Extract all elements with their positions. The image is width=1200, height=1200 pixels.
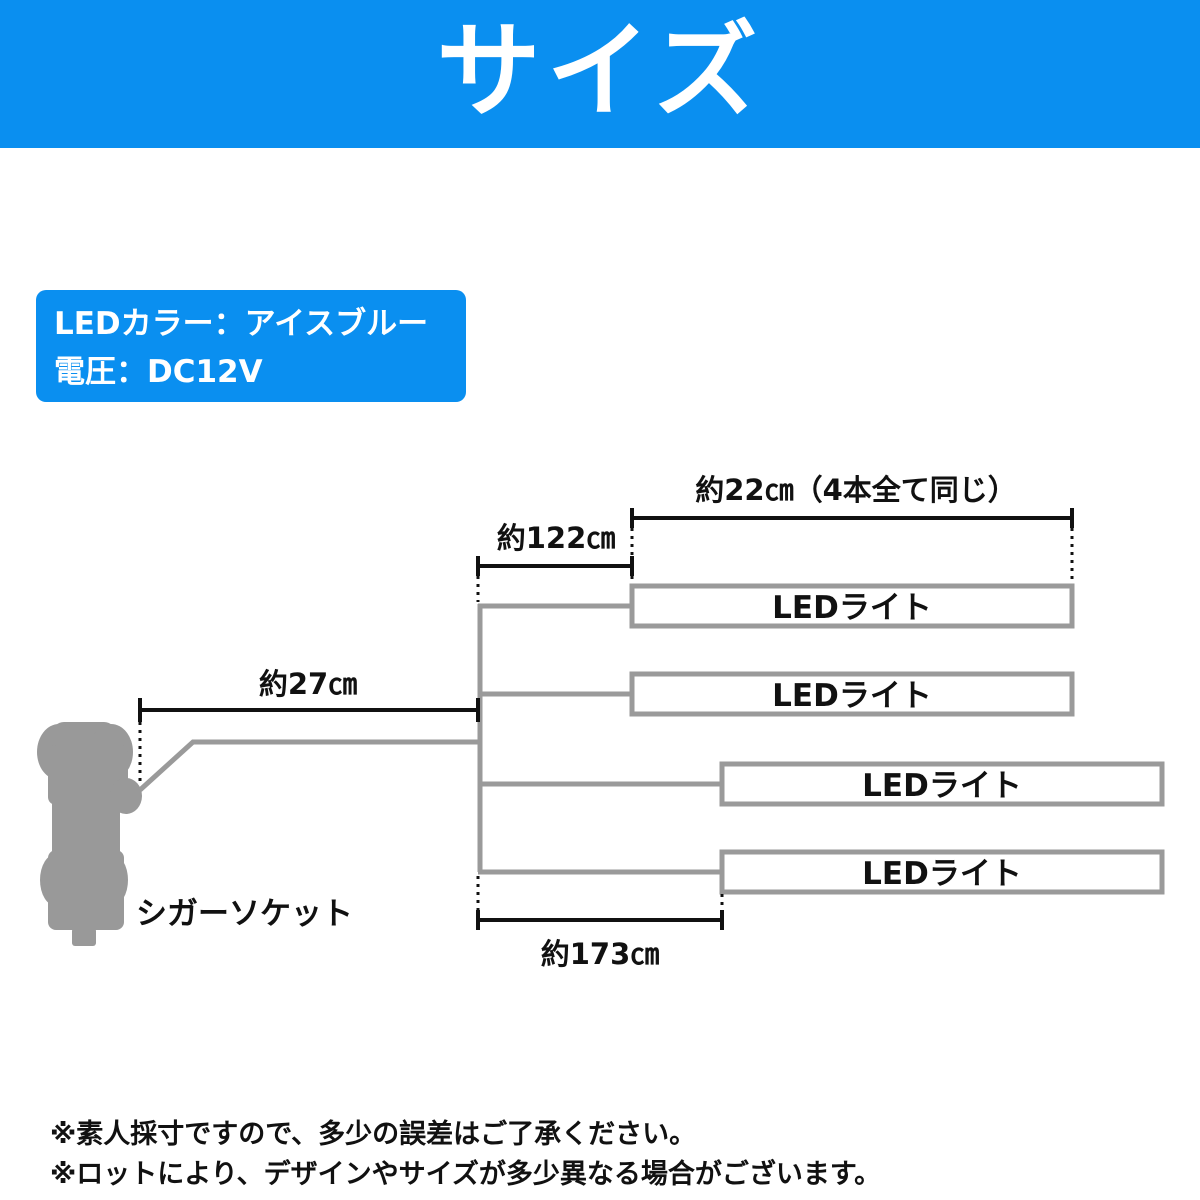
socket-label: シガーソケット [136, 896, 353, 932]
spec-voltage: 電圧：DC12V [54, 354, 263, 390]
led-bar-1 [629, 583, 1075, 629]
led-bar-label-1: LEDライト [772, 590, 932, 626]
dim-label-173cm: 約173㎝ [541, 937, 660, 971]
dimension-lines [138, 508, 1074, 930]
led-bar-3 [719, 761, 1165, 807]
led-bar-4 [719, 849, 1165, 895]
led-bar-label-2: LEDライト [772, 678, 932, 714]
note-measurement: ※素人採寸ですので、多少の誤差はご了承ください。 [50, 1119, 697, 1150]
cigar-socket-icon [37, 722, 142, 946]
main-wire [138, 739, 478, 792]
dim-label-27cm: 約27㎝ [259, 667, 357, 701]
dim-label-122cm: 約122㎝ [497, 521, 616, 555]
led-bar-label-3: LEDライト [862, 768, 1022, 804]
spec-box: LEDカラー：アイスブルー 電圧：DC12V [36, 290, 466, 402]
led-light-bars [629, 583, 1165, 895]
header-banner: サイズ [0, 0, 1200, 148]
spec-led-color: LEDカラー：アイスブルー [54, 306, 429, 342]
led-bar-2 [629, 671, 1075, 717]
dim-label-22cm: 約22㎝（4本全て同じ） [695, 473, 1017, 507]
wires [138, 603, 722, 875]
page-title: サイズ [436, 10, 764, 132]
note-lot-variation: ※ロットにより、デザインやサイズが多少異なる場合がございます。 [50, 1159, 882, 1190]
led-bar-label-4: LEDライト [862, 856, 1022, 892]
